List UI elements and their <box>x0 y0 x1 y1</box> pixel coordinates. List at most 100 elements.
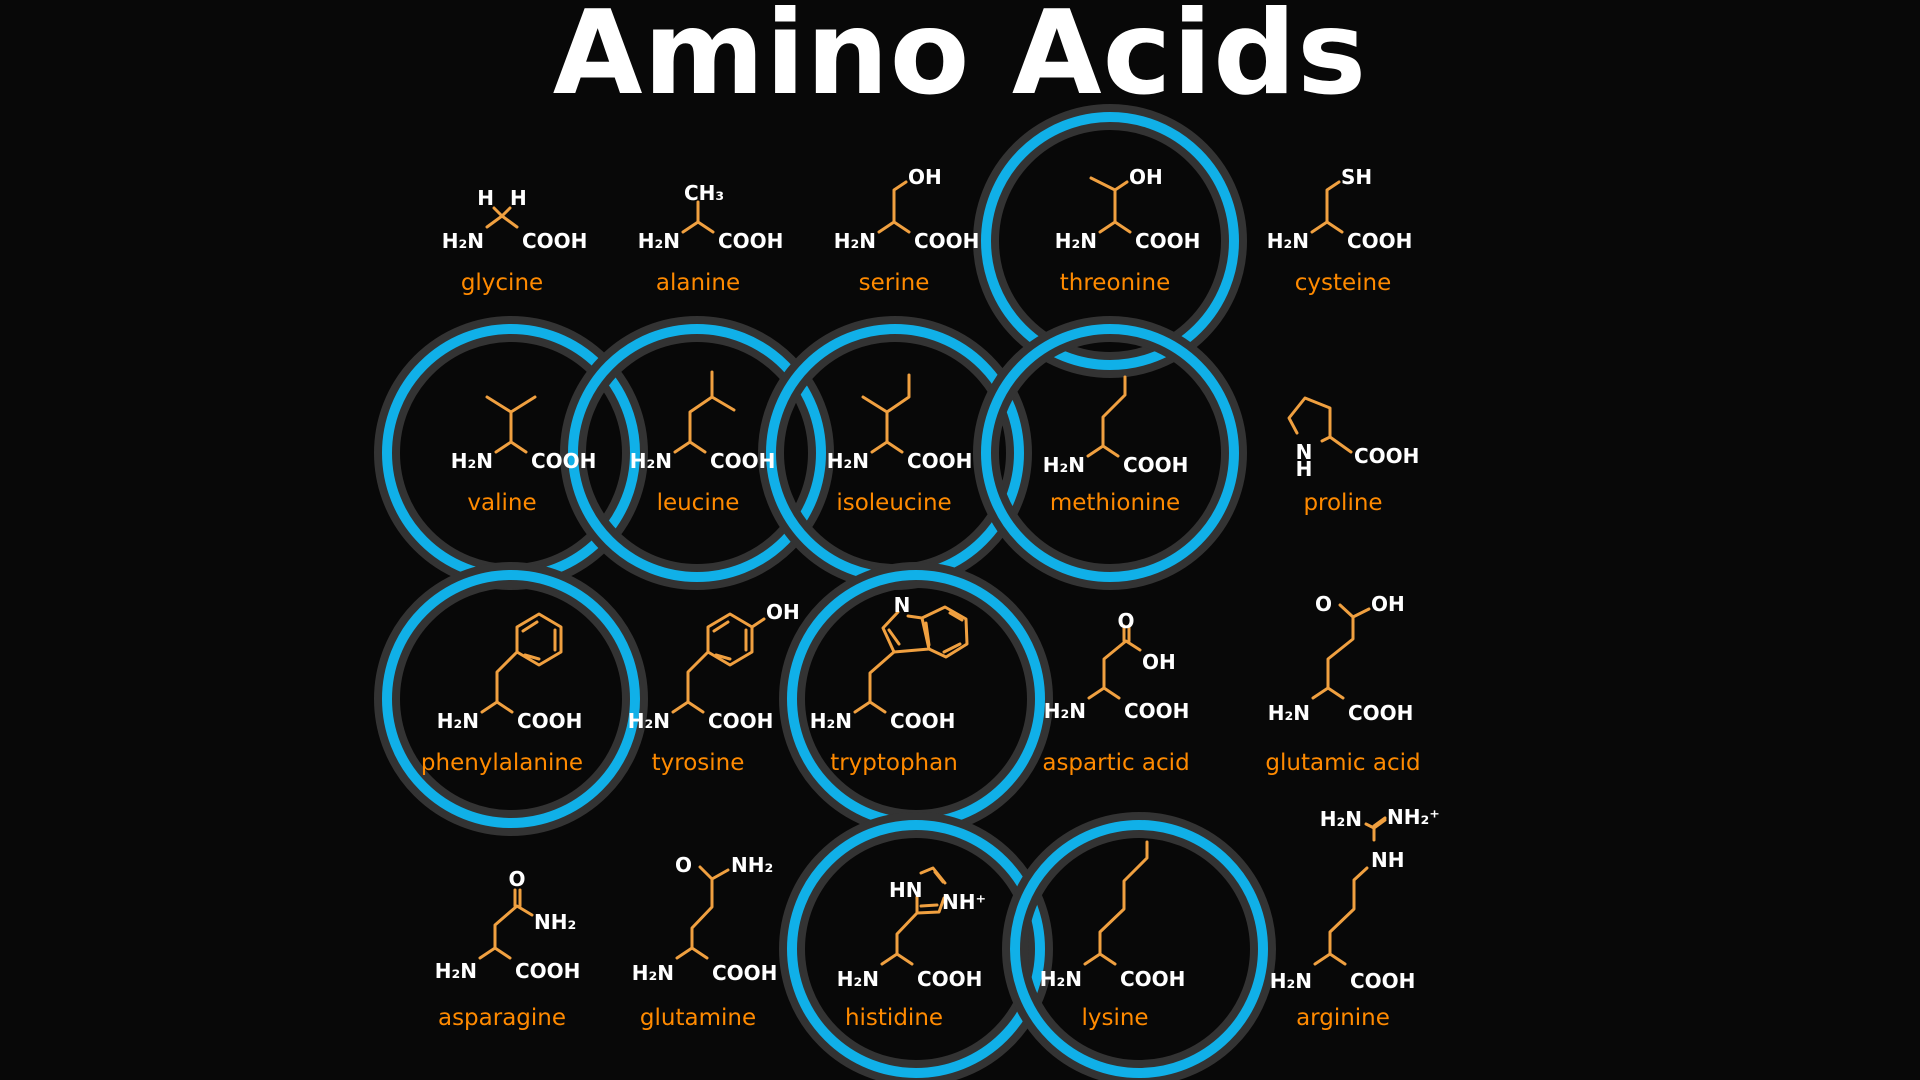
svg-text:H₂N: H₂N <box>1040 967 1082 991</box>
svg-text:O: O <box>1117 609 1134 633</box>
svg-text:O: O <box>1315 592 1332 616</box>
name-label: glutamine <box>640 1005 756 1031</box>
svg-text:NH₂: NH₂ <box>731 853 773 877</box>
amino-acid-aspartic-acid: O OH H₂N COOH aspartic acid <box>1042 609 1189 776</box>
svg-text:COOH: COOH <box>1350 969 1415 993</box>
amino-acid-cysteine: SH H₂N COOH cysteine <box>1267 165 1413 296</box>
name-label: asparagine <box>438 1005 566 1031</box>
name-label: proline <box>1303 490 1382 516</box>
svg-text:H₂N: H₂N <box>1320 807 1362 831</box>
name-label: methionine <box>1050 490 1180 516</box>
amino-acid-threonine: OH H₂N COOH threonine <box>1055 165 1201 296</box>
amino-acid-histidine: HN NH⁺ H₂N COOH histidine <box>837 866 986 1031</box>
svg-text:COOH: COOH <box>718 229 783 253</box>
ring-phenylalanine <box>374 562 648 836</box>
highlight-rings <box>374 104 1276 1080</box>
amino-acid-lysine: H₂N COOH lysine <box>1040 840 1185 1031</box>
name-label: leucine <box>657 490 740 516</box>
svg-text:HN: HN <box>889 878 922 902</box>
name-label: threonine <box>1060 270 1170 296</box>
svg-text:H₂N: H₂N <box>1044 699 1086 723</box>
svg-text:H₂N: H₂N <box>630 449 672 473</box>
svg-text:H₂N: H₂N <box>1055 229 1097 253</box>
svg-text:COOH: COOH <box>914 229 979 253</box>
svg-text:COOH: COOH <box>1347 229 1412 253</box>
svg-text:COOH: COOH <box>517 709 582 733</box>
name-label: tryptophan <box>830 750 958 776</box>
name-label: arginine <box>1296 1005 1390 1031</box>
ring-methionine <box>973 316 1247 590</box>
svg-text:COOH: COOH <box>1348 701 1413 725</box>
svg-text:OH: OH <box>1371 592 1405 616</box>
svg-text:COOH: COOH <box>1123 453 1188 477</box>
amino-acid-valine: H₂N COOH valine <box>451 395 596 516</box>
svg-text:COOH: COOH <box>710 449 775 473</box>
svg-text:H: H <box>510 186 527 210</box>
ring-tryptophan <box>779 562 1053 836</box>
svg-text:H₂N: H₂N <box>632 961 674 985</box>
svg-text:NH⁺: NH⁺ <box>942 890 986 914</box>
amino-acid-leucine: H₂N COOH leucine <box>630 370 775 516</box>
svg-text:COOH: COOH <box>712 961 777 985</box>
svg-text:COOH: COOH <box>890 709 955 733</box>
svg-text:COOH: COOH <box>917 967 982 991</box>
svg-text:COOH: COOH <box>1124 699 1189 723</box>
amino-acid-serine: OH H₂N COOH serine <box>834 165 980 296</box>
name-label: serine <box>859 270 930 296</box>
name-label: valine <box>467 490 536 516</box>
ring-threonine <box>973 104 1247 378</box>
name-label: glutamic acid <box>1265 750 1420 776</box>
name-label: alanine <box>656 270 740 296</box>
name-label: glycine <box>461 270 543 296</box>
svg-text:SH: SH <box>1341 165 1372 189</box>
svg-text:CH₃: CH₃ <box>684 181 724 205</box>
svg-text:COOH: COOH <box>515 959 580 983</box>
amino-acid-proline: N H COOH proline <box>1287 396 1419 516</box>
svg-text:H₂N: H₂N <box>1268 701 1310 725</box>
svg-text:H₂N: H₂N <box>834 229 876 253</box>
svg-text:OH: OH <box>1129 165 1163 189</box>
name-label: lysine <box>1081 1005 1148 1031</box>
svg-text:COOH: COOH <box>522 229 587 253</box>
svg-text:H₂N: H₂N <box>437 709 479 733</box>
svg-text:N: N <box>1296 440 1313 464</box>
svg-text:H₂N: H₂N <box>442 229 484 253</box>
ring-lysine <box>1002 812 1276 1080</box>
name-label: cysteine <box>1295 270 1392 296</box>
name-label: phenylalanine <box>421 750 583 776</box>
amino-acid-tryptophan: N H₂N COOH tryptophan <box>810 593 969 776</box>
svg-text:NH: NH <box>1371 848 1404 872</box>
svg-text:OH: OH <box>1142 650 1176 674</box>
svg-text:COOH: COOH <box>1354 444 1419 468</box>
svg-text:H₂N: H₂N <box>451 449 493 473</box>
svg-text:H: H <box>1296 457 1313 481</box>
svg-text:H₂N: H₂N <box>837 967 879 991</box>
ring-leucine <box>560 316 834 590</box>
svg-text:COOH: COOH <box>907 449 972 473</box>
amino-acid-tyrosine: OH H₂N COOH tyrosine <box>628 600 800 776</box>
svg-text:OH: OH <box>766 600 800 624</box>
svg-text:H₂N: H₂N <box>435 959 477 983</box>
amino-acid-isoleucine: H₂N COOH isoleucine <box>827 373 972 516</box>
svg-text:H₂N: H₂N <box>1270 969 1312 993</box>
amino-acid-alanine: CH₃ H₂N COOH alanine <box>638 181 784 296</box>
svg-text:NH₂: NH₂ <box>534 910 576 934</box>
amino-acid-arginine: NH H₂N NH₂⁺ H₂N COOH arginine <box>1270 805 1440 1031</box>
svg-text:H₂N: H₂N <box>827 449 869 473</box>
svg-text:H₂N: H₂N <box>638 229 680 253</box>
svg-text:H₂N: H₂N <box>1043 453 1085 477</box>
svg-text:COOH: COOH <box>531 449 596 473</box>
svg-text:H: H <box>477 186 494 210</box>
svg-text:H₂N: H₂N <box>628 709 670 733</box>
page-title: Amino Acids <box>552 0 1368 121</box>
amino-acid-glutamic-acid: O OH H₂N COOH glutamic acid <box>1265 592 1420 776</box>
svg-text:N: N <box>894 593 911 617</box>
svg-text:OH: OH <box>908 165 942 189</box>
amino-acid-phenylalanine: H₂N COOH phenylalanine <box>421 612 583 776</box>
svg-text:COOH: COOH <box>1135 229 1200 253</box>
svg-text:COOH: COOH <box>708 709 773 733</box>
svg-text:COOH: COOH <box>1120 967 1185 991</box>
amino-acid-glycine: H H H₂N COOH glycine <box>442 186 588 296</box>
svg-text:H₂N: H₂N <box>810 709 852 733</box>
